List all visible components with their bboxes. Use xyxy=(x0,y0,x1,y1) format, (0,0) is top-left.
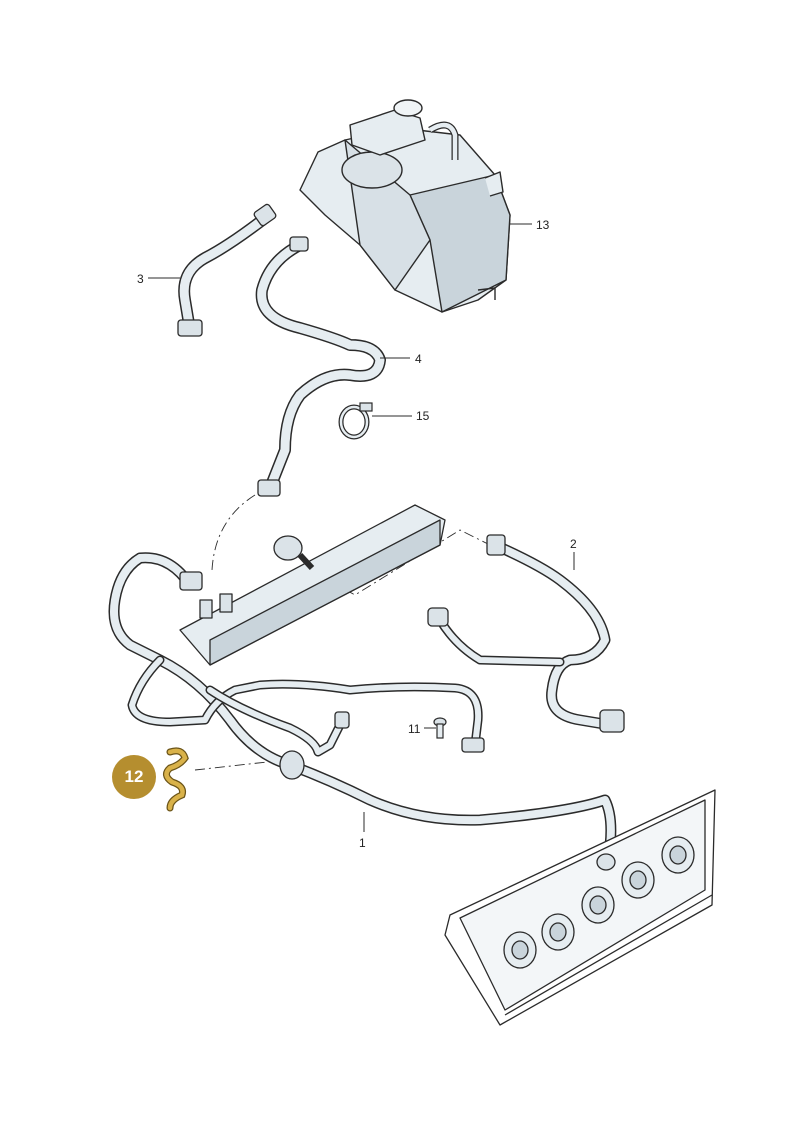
part-1-hose[interactable] xyxy=(108,552,617,866)
part-13-tank[interactable] xyxy=(299,99,511,313)
highlight-badge-12[interactable]: 12 xyxy=(112,755,156,799)
part-3-hose[interactable] xyxy=(177,203,277,337)
part-4-hose[interactable] xyxy=(255,236,386,497)
part-12-clamps[interactable] xyxy=(163,747,189,812)
valve-cover xyxy=(444,789,716,1026)
callout-1: 1 xyxy=(359,836,366,850)
part-15-clamp[interactable] xyxy=(338,402,373,440)
callout-3: 3 xyxy=(137,272,144,286)
intake-rail xyxy=(179,504,446,666)
part-2-hose[interactable] xyxy=(427,534,625,733)
callout-4: 4 xyxy=(415,352,422,366)
callout-11: 11 xyxy=(408,722,421,736)
callout-15: 15 xyxy=(416,409,430,423)
callout-13: 13 xyxy=(536,218,550,232)
callout-2: 2 xyxy=(570,537,577,551)
part-11-bolt[interactable] xyxy=(433,717,447,739)
